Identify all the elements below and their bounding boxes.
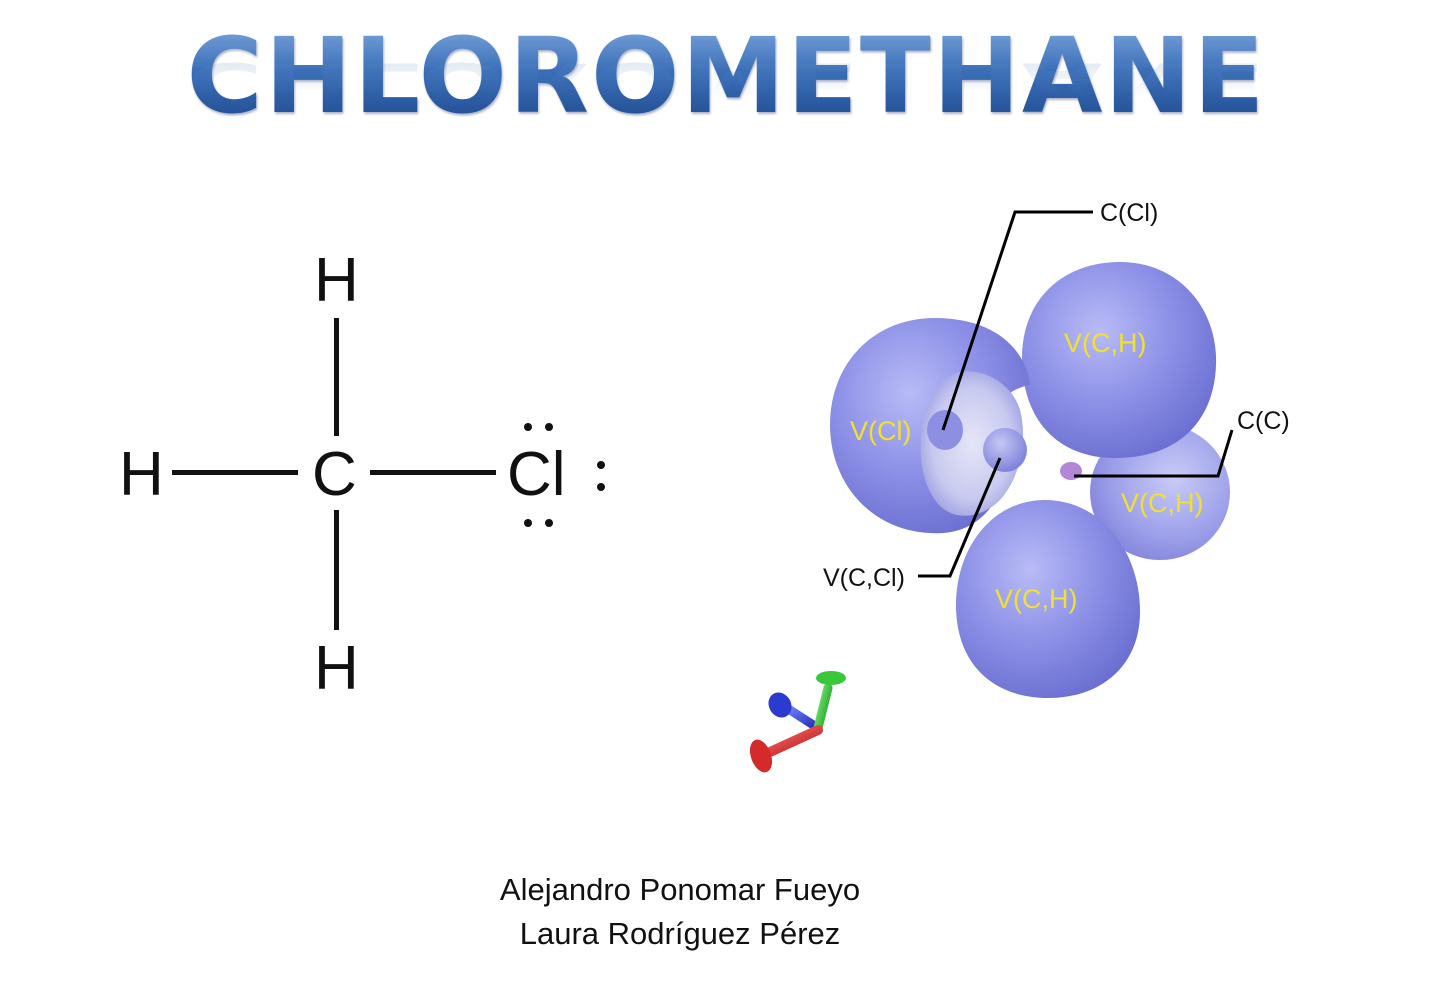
bond-c-h-left (172, 470, 298, 475)
callout-v-c-cl: V(C,Cl) (823, 564, 905, 592)
atom-h-top: H (314, 246, 359, 315)
label-v-ch-bottom: V(C,H) (995, 584, 1078, 614)
basin-v-c-cl (983, 428, 1027, 472)
atom-h-left: H (119, 440, 164, 509)
axis-z (785, 705, 823, 733)
axis-y-cone (816, 671, 846, 685)
basin-v-ch-top (1022, 262, 1217, 459)
callout-c-cl: C(Cl) (1100, 199, 1159, 227)
label-v-cl: V(Cl) (850, 416, 912, 446)
label-v-ch-top: V(C,H) (1064, 328, 1147, 358)
slide-title: CHLOROMETHANE (186, 15, 1267, 137)
lone-pair-dot (545, 423, 553, 431)
callout-c-c: C(C) (1237, 407, 1290, 435)
atom-c-center: C (312, 440, 357, 509)
bond-c-h-bottom (334, 510, 339, 630)
basin-c-cl (927, 410, 963, 450)
bond-c-h-top (334, 318, 339, 436)
author-2: Laura Rodríguez Pérez (519, 916, 841, 951)
label-v-ch-right: V(C,H) (1121, 488, 1204, 518)
basin-v-cl-inner (920, 371, 1024, 516)
basin-v-ch-bottom (956, 500, 1140, 698)
axis-y (813, 683, 833, 733)
author-1: Alejandro Ponomar Fueyo (499, 872, 861, 907)
title-container: CHLOROMETHANE (0, 24, 1453, 128)
bond-c-cl (370, 470, 496, 475)
lone-pair-dot (524, 423, 532, 431)
lone-pair-dot (597, 461, 605, 469)
lone-pair-dot (545, 519, 553, 527)
axis-gizmo (749, 671, 846, 773)
callout-line-c-cl (941, 210, 1093, 431)
lone-pair-dot (597, 483, 605, 491)
callout-line-v-c-cl (918, 457, 1002, 578)
basin-v-ch-right (1090, 424, 1230, 560)
atom-h-bottom: H (314, 634, 359, 703)
axis-z-cone (768, 692, 792, 718)
atom-cl: Cl (507, 440, 566, 509)
axis-x (765, 725, 823, 757)
authors: Alejandro Ponomar Fueyo Laura Rodríguez … (380, 868, 980, 956)
axis-x-cone (749, 739, 773, 773)
callout-line-c-c (1074, 429, 1234, 478)
lone-pair-dot (524, 519, 532, 527)
